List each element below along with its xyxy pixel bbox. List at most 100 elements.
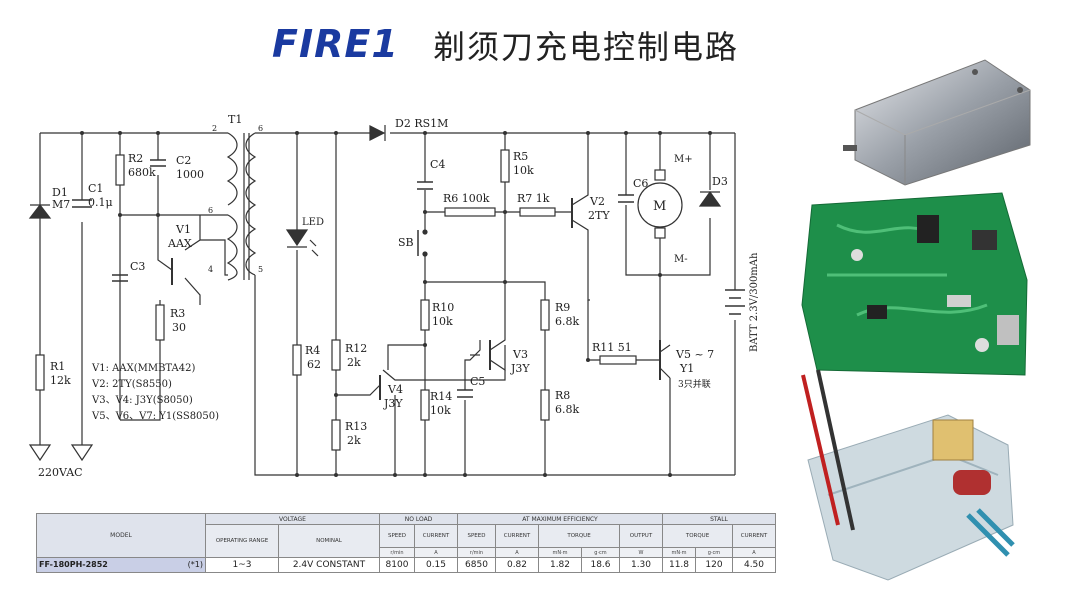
- cell-current2: 0.82: [495, 557, 539, 573]
- cell-current3: 4.50: [732, 557, 776, 573]
- label-v5b: Y1: [679, 362, 694, 375]
- th-current1: CURRENT: [414, 524, 458, 548]
- th-nominal: NOMINAL: [278, 524, 380, 558]
- unit-speed1: r/min: [379, 547, 415, 558]
- label-r4a: R4: [305, 344, 320, 357]
- label-r9b: 6.8k: [555, 315, 579, 328]
- motor-photo: [843, 59, 1031, 186]
- label-d1a: D1: [52, 186, 68, 199]
- label-r3b: 30: [172, 321, 186, 334]
- legend-1: V1: AAX(MMBTA42): [91, 363, 195, 374]
- label-mminus: M-: [674, 254, 688, 265]
- label-c6: C6: [633, 177, 648, 190]
- label-r14a: R14: [430, 390, 452, 403]
- legend-4: V5、V6、V7: Y1(SS8050): [91, 411, 219, 422]
- cell-oprange: 1~3: [205, 557, 279, 573]
- label-c1a: C1: [88, 182, 103, 195]
- pin-6b: 6: [208, 206, 213, 215]
- unit-current3: A: [732, 547, 776, 558]
- pin-2: 2: [212, 124, 217, 133]
- label-r3a: R3: [170, 307, 185, 320]
- unit-current2: A: [495, 547, 539, 558]
- th-max-efficiency: AT MAXIMUM EFFICIENCY: [457, 513, 663, 525]
- label-v5c: 3只并联: [678, 378, 711, 390]
- cell-nominal: 2.4V CONSTANT: [278, 557, 380, 573]
- label-battery: BATT 2.3V/300mAh: [749, 252, 760, 352]
- cell-current1: 0.15: [414, 557, 458, 573]
- label-r8a: R8: [555, 389, 570, 402]
- th-output: OUTPUT: [619, 524, 663, 548]
- th-voltage: VOLTAGE: [205, 513, 380, 525]
- label-v3b: J3Y: [510, 362, 530, 375]
- pin-6a: 6: [258, 124, 263, 133]
- label-r9a: R9: [555, 301, 570, 314]
- label-v1a: V1: [175, 223, 191, 236]
- label-r1a: R1: [50, 360, 65, 373]
- label-v2a: V2: [589, 195, 605, 208]
- label-r14b: 10k: [430, 404, 451, 417]
- th-noload: NO LOAD: [379, 513, 458, 525]
- model-name: FF-180PH-2852: [39, 560, 108, 569]
- label-c3: C3: [130, 260, 145, 273]
- cell-model: FF-180PH-2852 (*1): [36, 557, 206, 573]
- th-model: MODEL: [36, 513, 206, 558]
- label-d1b: M7: [52, 198, 70, 211]
- label-r5a: R5: [513, 150, 528, 163]
- label-r10a: R10: [432, 301, 454, 314]
- unit-stall-mnm: mN·m: [662, 547, 696, 558]
- unit-current1: A: [414, 547, 458, 558]
- th-current3: CURRENT: [732, 524, 776, 548]
- label-r8b: 6.8k: [555, 403, 579, 416]
- th-torque2: TORQUE: [538, 524, 620, 548]
- cell-speed2: 6850: [457, 557, 496, 573]
- model-note: (*1): [187, 560, 203, 569]
- label-c2a: C2: [176, 154, 191, 167]
- label-v1b: AAX: [167, 237, 192, 250]
- unit-speed2: r/min: [457, 547, 496, 558]
- unit-torque-mnm: mN·m: [538, 547, 582, 558]
- label-c4: C4: [430, 158, 445, 171]
- label-c5: C5: [470, 375, 485, 388]
- label-v2b: 2TY: [588, 209, 610, 222]
- label-r5b: 10k: [513, 164, 534, 177]
- label-r6: R6 100k: [443, 192, 490, 205]
- label-t1: T1: [228, 113, 242, 126]
- label-mplus: M+: [674, 154, 693, 165]
- shaver-circuit-photo: [801, 369, 1015, 581]
- unit-stall-gcm: g·cm: [695, 547, 733, 558]
- label-v5a: V5 ~ 7: [675, 348, 714, 361]
- label-v4a: V4: [387, 383, 403, 396]
- label-motor: M: [653, 199, 666, 214]
- pin-4: 4: [208, 265, 213, 274]
- unit-torque-gcm: g·cm: [581, 547, 620, 558]
- legend-3: V3、V4: J3Y(S8050): [91, 395, 193, 406]
- th-speed2: SPEED: [457, 524, 496, 548]
- label-r13a: R13: [345, 420, 367, 433]
- label-r12b: 2k: [347, 356, 361, 369]
- cell-torque-gcm: 18.6: [581, 557, 620, 573]
- label-r13b: 2k: [347, 434, 361, 447]
- label-d3: D3: [712, 175, 728, 188]
- label-led: LED: [302, 217, 324, 228]
- label-c2b: 1000: [176, 168, 204, 181]
- label-v3a: V3: [512, 348, 528, 361]
- label-r2a: R2: [128, 152, 143, 165]
- label-v4b: J3Y: [383, 397, 403, 410]
- unit-output: W: [619, 547, 663, 558]
- cell-torque-mnm: 1.82: [538, 557, 582, 573]
- cell-output: 1.30: [619, 557, 663, 573]
- cell-stall-mnm: 11.8: [662, 557, 696, 573]
- legend-2: V2: 2TY(S8550): [91, 379, 172, 390]
- label-c1b: 0.1μ: [88, 196, 113, 209]
- label-d2: D2 RS1M: [395, 117, 448, 130]
- cell-stall-gcm: 120: [695, 557, 733, 573]
- motor-spec-table: MODEL VOLTAGE NO LOAD AT MAXIMUM EFFICIE…: [36, 513, 776, 573]
- label-sb: SB: [398, 236, 414, 249]
- th-torque3: TORQUE: [662, 524, 733, 548]
- label-r4b: 62: [307, 358, 321, 371]
- th-stall: STALL: [662, 513, 776, 525]
- pin-5: 5: [258, 265, 263, 274]
- title-logo: FIRE1: [272, 22, 399, 66]
- circuit-schematic: T1 D2 RS1M D1 M7 C1 0.1μ R2 680k C2 1000…: [28, 113, 760, 479]
- th-speed1: SPEED: [379, 524, 415, 548]
